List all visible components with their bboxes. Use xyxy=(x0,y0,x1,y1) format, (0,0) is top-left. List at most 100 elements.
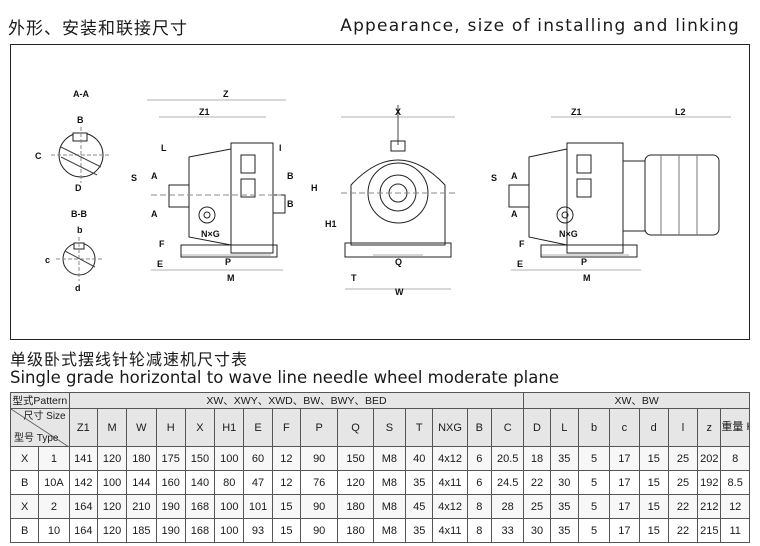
table-cell: 120 xyxy=(96,446,128,471)
drawing-label-l-small: l xyxy=(279,143,282,153)
drawing-label-m: M xyxy=(227,273,235,283)
table-cell: 20.5 xyxy=(490,446,525,471)
drawing-label-x: X xyxy=(395,107,401,117)
table-cell: 5 xyxy=(577,518,611,543)
table-column-header: Q xyxy=(337,408,374,447)
drawing-label-a-motor-bottom: A xyxy=(511,209,518,219)
drawing-label-f: F xyxy=(159,239,165,249)
table-cell: 35 xyxy=(405,518,434,543)
table-cell: 101 xyxy=(243,494,273,519)
table-cell: 190 xyxy=(155,494,186,519)
table-cell: 24.5 xyxy=(490,470,525,495)
table-cell: 160 xyxy=(155,470,186,495)
table-cell: 15 xyxy=(638,518,669,543)
table-cell: 60 xyxy=(243,446,273,471)
table-cell-pattern: X xyxy=(9,494,40,519)
table-cell-pattern: B xyxy=(9,518,40,543)
table-cell: 22 xyxy=(523,470,551,495)
drawing-label-b-top: B xyxy=(287,171,294,181)
drawing-label-m-motor: M xyxy=(583,273,591,283)
section-aa-drawing xyxy=(51,127,111,183)
table-column-header: C xyxy=(490,408,525,447)
table-cell: 17 xyxy=(609,446,640,471)
table-cell: 12 xyxy=(271,446,302,471)
table-column-header: E xyxy=(243,408,273,447)
table-cell: 150 xyxy=(337,446,374,471)
drawing-label-c: C xyxy=(35,151,42,161)
drawing-label-t: T xyxy=(351,273,357,283)
table-cell: 30 xyxy=(523,518,551,543)
table-cell: 25 xyxy=(667,446,699,471)
table-title-cn: 单级卧式摆线针轮减速机尺寸表 xyxy=(10,350,249,369)
table-cell: 35 xyxy=(549,446,579,471)
table-cell: 141 xyxy=(68,446,98,471)
table-column-header: P xyxy=(299,408,339,447)
table-cell: 76 xyxy=(299,470,339,495)
table-cell: 15 xyxy=(271,518,302,543)
drawing-label-s: S xyxy=(131,173,137,183)
drawing-label-b-bottom: B xyxy=(287,199,294,209)
table-cell: 22 xyxy=(667,494,699,519)
table-column-header: D xyxy=(523,408,551,447)
table-cell: 90 xyxy=(299,518,339,543)
table-column-header: F xyxy=(271,408,302,447)
drawing-label-z1: Z1 xyxy=(199,107,210,117)
table-cell: 100 xyxy=(214,446,245,471)
table-cell: 8 xyxy=(720,446,750,471)
table-cell-size: 10A xyxy=(38,470,70,495)
table-cell: 202 xyxy=(697,446,722,471)
table-cell: 212 xyxy=(697,494,722,519)
table-cell: 15 xyxy=(638,470,669,495)
table-cell: 5 xyxy=(577,446,611,471)
table-column-header: 重量 Kg xyxy=(720,408,750,447)
drawing-label-s-motor: S xyxy=(491,173,497,183)
table-cell-pattern: X xyxy=(9,446,40,471)
table-column-header: b xyxy=(577,408,611,447)
table-cell: 120 xyxy=(337,470,374,495)
table-cell: 8 xyxy=(466,518,492,543)
table-cell: 15 xyxy=(271,494,302,519)
corner-type-label: 型号 Type xyxy=(14,433,59,444)
table-cell: 100 xyxy=(214,494,245,519)
table-cell: 5 xyxy=(577,470,611,495)
table-corner-cell: 尺寸 Size 型号 Type xyxy=(10,408,70,447)
drawing-label-z1-motor: Z1 xyxy=(571,107,582,117)
table-column-header: H1 xyxy=(214,408,245,447)
table-cell: 8.5 xyxy=(720,470,750,495)
table-cell: 35 xyxy=(405,470,434,495)
drawing-label-aa: A-A xyxy=(73,89,89,99)
table-column-header: NXG xyxy=(432,408,468,447)
table-column-header: z xyxy=(697,408,722,447)
table-column-header: S xyxy=(372,408,407,447)
table-cell: 90 xyxy=(299,446,339,471)
drawing-label-l: L xyxy=(161,143,167,153)
table-cell: 215 xyxy=(697,518,722,543)
drawing-label-z: Z xyxy=(223,89,229,99)
front-view-drawing xyxy=(341,105,455,258)
table-cell: 150 xyxy=(184,446,216,471)
drawing-label-nxg: N×G xyxy=(201,229,220,239)
table-cell: 22 xyxy=(667,518,699,543)
table-column-header: B xyxy=(466,408,492,447)
drawing-label-e: E xyxy=(157,259,163,269)
table-cell: 28 xyxy=(490,494,525,519)
table-group-right: XW、BW xyxy=(523,392,750,409)
table-cell: M8 xyxy=(372,518,407,543)
table-column-header: M xyxy=(96,408,128,447)
table-cell-size: 10 xyxy=(38,518,70,543)
drawing-label-d: D xyxy=(75,183,82,193)
header-title-cn: 外形、安装和联接尺寸 xyxy=(8,19,188,39)
table-cell: 15 xyxy=(638,446,669,471)
table-cell-size: 2 xyxy=(38,494,70,519)
table-cell: 33 xyxy=(490,518,525,543)
table-column-header: L xyxy=(549,408,579,447)
table-cell: 17 xyxy=(609,494,640,519)
table-cell: 80 xyxy=(214,470,245,495)
table-cell: 47 xyxy=(243,470,273,495)
table-cell: 17 xyxy=(609,518,640,543)
table-cell: 93 xyxy=(243,518,273,543)
table-title-en: Single grade horizontal to wave line nee… xyxy=(10,368,559,387)
table-cell: 6 xyxy=(466,470,492,495)
table-cell: 5 xyxy=(577,494,611,519)
